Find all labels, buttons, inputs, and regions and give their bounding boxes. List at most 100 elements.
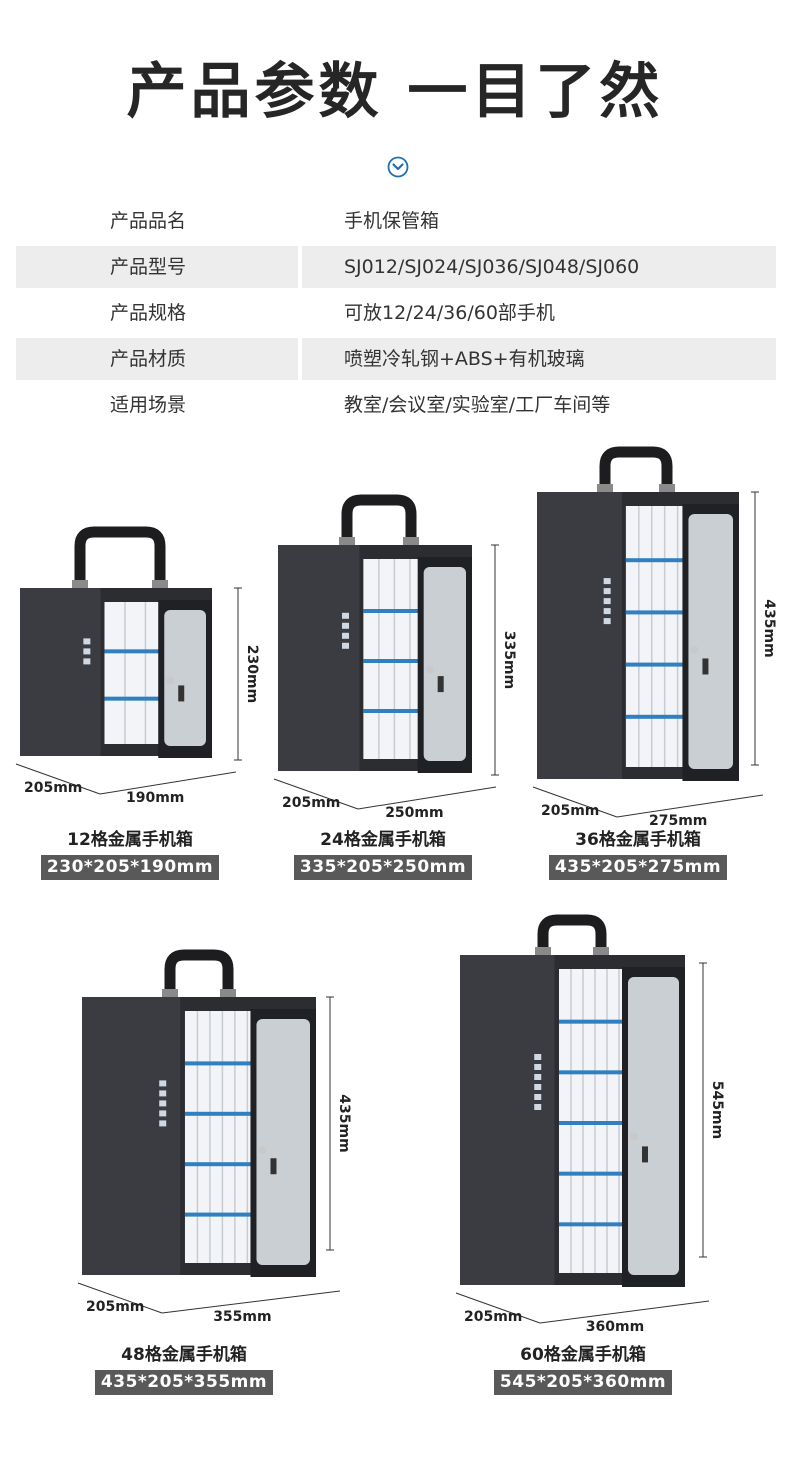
- product-name: 60格金属手机箱: [520, 1345, 646, 1365]
- vent-slot: [159, 1120, 167, 1127]
- vent-slot: [534, 1094, 542, 1100]
- product-name: 48格金属手机箱: [121, 1345, 247, 1365]
- handle-icon: [599, 446, 673, 498]
- handle-icon: [537, 914, 607, 961]
- spec-label: 产品品名: [110, 210, 187, 232]
- shelf-strip: [559, 1019, 631, 1024]
- height-label: 545mm: [709, 1081, 725, 1139]
- shelf-strip: [625, 610, 691, 615]
- vent-slot: [534, 1104, 542, 1110]
- lock-icon: [425, 665, 434, 674]
- vent-slot: [159, 1090, 167, 1097]
- spec-table: 产品品名 手机保管箱 产品型号 SJ012/SJ024/SJ036/SJ048/…: [16, 200, 776, 430]
- width-label: 360mm: [586, 1319, 644, 1335]
- spec-value: 喷塑冷轧钢+ABS+有机玻璃: [302, 338, 776, 380]
- shelf-strip: [625, 662, 691, 667]
- chevron-down-circle-icon: [387, 156, 409, 178]
- cabinet-side: [537, 492, 622, 779]
- cabinet-interior: [625, 506, 691, 767]
- handle-bracket: [339, 537, 355, 546]
- product-size-badge: 545*205*360mm: [493, 1370, 673, 1395]
- shelf-strip: [559, 1222, 631, 1227]
- handle-bracket: [220, 989, 236, 998]
- handle-bracket: [152, 580, 168, 589]
- shelf-strip: [104, 649, 166, 654]
- vent-slot: [159, 1100, 167, 1107]
- height-label: 335mm: [501, 631, 517, 689]
- vent-slot: [342, 642, 350, 649]
- vent-slot: [83, 638, 91, 645]
- product-name: 36格金属手机箱: [575, 830, 701, 850]
- key-icon: [270, 1158, 277, 1175]
- door-glass: [164, 610, 206, 746]
- width-dimension-line: [539, 1300, 710, 1324]
- lock-icon: [690, 645, 699, 654]
- shelf-strip: [184, 1061, 260, 1066]
- width-dimension-line: [99, 771, 237, 795]
- shelf-strip: [104, 696, 166, 701]
- depth-dimension-line: [77, 1282, 163, 1314]
- spec-value: SJ012/SJ024/SJ036/SJ048/SJ060: [302, 246, 776, 288]
- door-glass: [256, 1019, 310, 1265]
- depth-label: 205mm: [541, 803, 599, 819]
- product-size-badge: 335*205*250mm: [293, 855, 473, 880]
- vent-slot: [83, 648, 91, 655]
- vent-slot: [534, 1074, 542, 1080]
- handle-bracket: [162, 989, 178, 998]
- vent-slot: [342, 632, 350, 639]
- handle-icon: [74, 526, 166, 594]
- depth-label: 205mm: [464, 1309, 522, 1325]
- width-label: 190mm: [126, 790, 184, 806]
- width-label: 355mm: [213, 1309, 271, 1325]
- handle-bracket: [535, 947, 551, 956]
- cabinet-side: [82, 997, 181, 1275]
- cabinet-side: [278, 545, 360, 771]
- shelf-strip: [559, 1070, 631, 1075]
- spec-row-model: 产品型号 SJ012/SJ024/SJ036/SJ048/SJ060: [16, 246, 776, 292]
- vent-slot: [603, 598, 611, 605]
- handle-bracket: [659, 484, 675, 493]
- shelf-strip: [625, 714, 691, 719]
- depth-dimension-line: [15, 763, 101, 795]
- lock-icon: [166, 676, 175, 685]
- height-label: 435mm: [761, 599, 777, 657]
- height-label: 435mm: [336, 1094, 352, 1152]
- width-label: 250mm: [385, 805, 443, 821]
- product-size-badge: 435*205*275mm: [548, 855, 728, 880]
- vent-slot: [83, 658, 91, 665]
- vent-slot: [159, 1080, 167, 1087]
- cabinet-interior: [104, 602, 166, 744]
- depth-dimension-line: [532, 786, 618, 818]
- width-label: 275mm: [649, 813, 707, 829]
- width-dimension-line: [161, 1290, 341, 1314]
- product-size-badge: 435*205*355mm: [94, 1370, 274, 1395]
- door-glass: [423, 567, 466, 761]
- vent-slot: [603, 608, 611, 615]
- shelf-strip: [184, 1111, 260, 1116]
- vent-slot: [603, 578, 611, 585]
- product-caption: 36格金属手机箱 435*205*275mm: [528, 828, 748, 880]
- product-caption: 48格金属手机箱 435*205*355mm: [74, 1343, 294, 1395]
- depth-label: 205mm: [282, 795, 340, 811]
- depth-dimension-line: [273, 778, 359, 810]
- shelf-strip: [625, 558, 691, 563]
- spec-value: 可放12/24/36/60部手机: [344, 302, 555, 324]
- depth-label: 205mm: [24, 780, 82, 796]
- door-glass: [688, 514, 733, 769]
- product-size-badge: 230*205*190mm: [40, 855, 220, 880]
- vent-slot: [534, 1064, 542, 1070]
- vent-slot: [342, 612, 350, 619]
- cabinet-side: [20, 588, 101, 756]
- spec-value: 手机保管箱: [344, 210, 440, 232]
- lock-icon: [630, 1132, 638, 1141]
- spec-row-spec: 产品规格 可放12/24/36/60部手机: [16, 292, 776, 338]
- vent-slot: [534, 1054, 542, 1060]
- height-label: 230mm: [244, 645, 260, 703]
- handle-bracket: [403, 537, 419, 546]
